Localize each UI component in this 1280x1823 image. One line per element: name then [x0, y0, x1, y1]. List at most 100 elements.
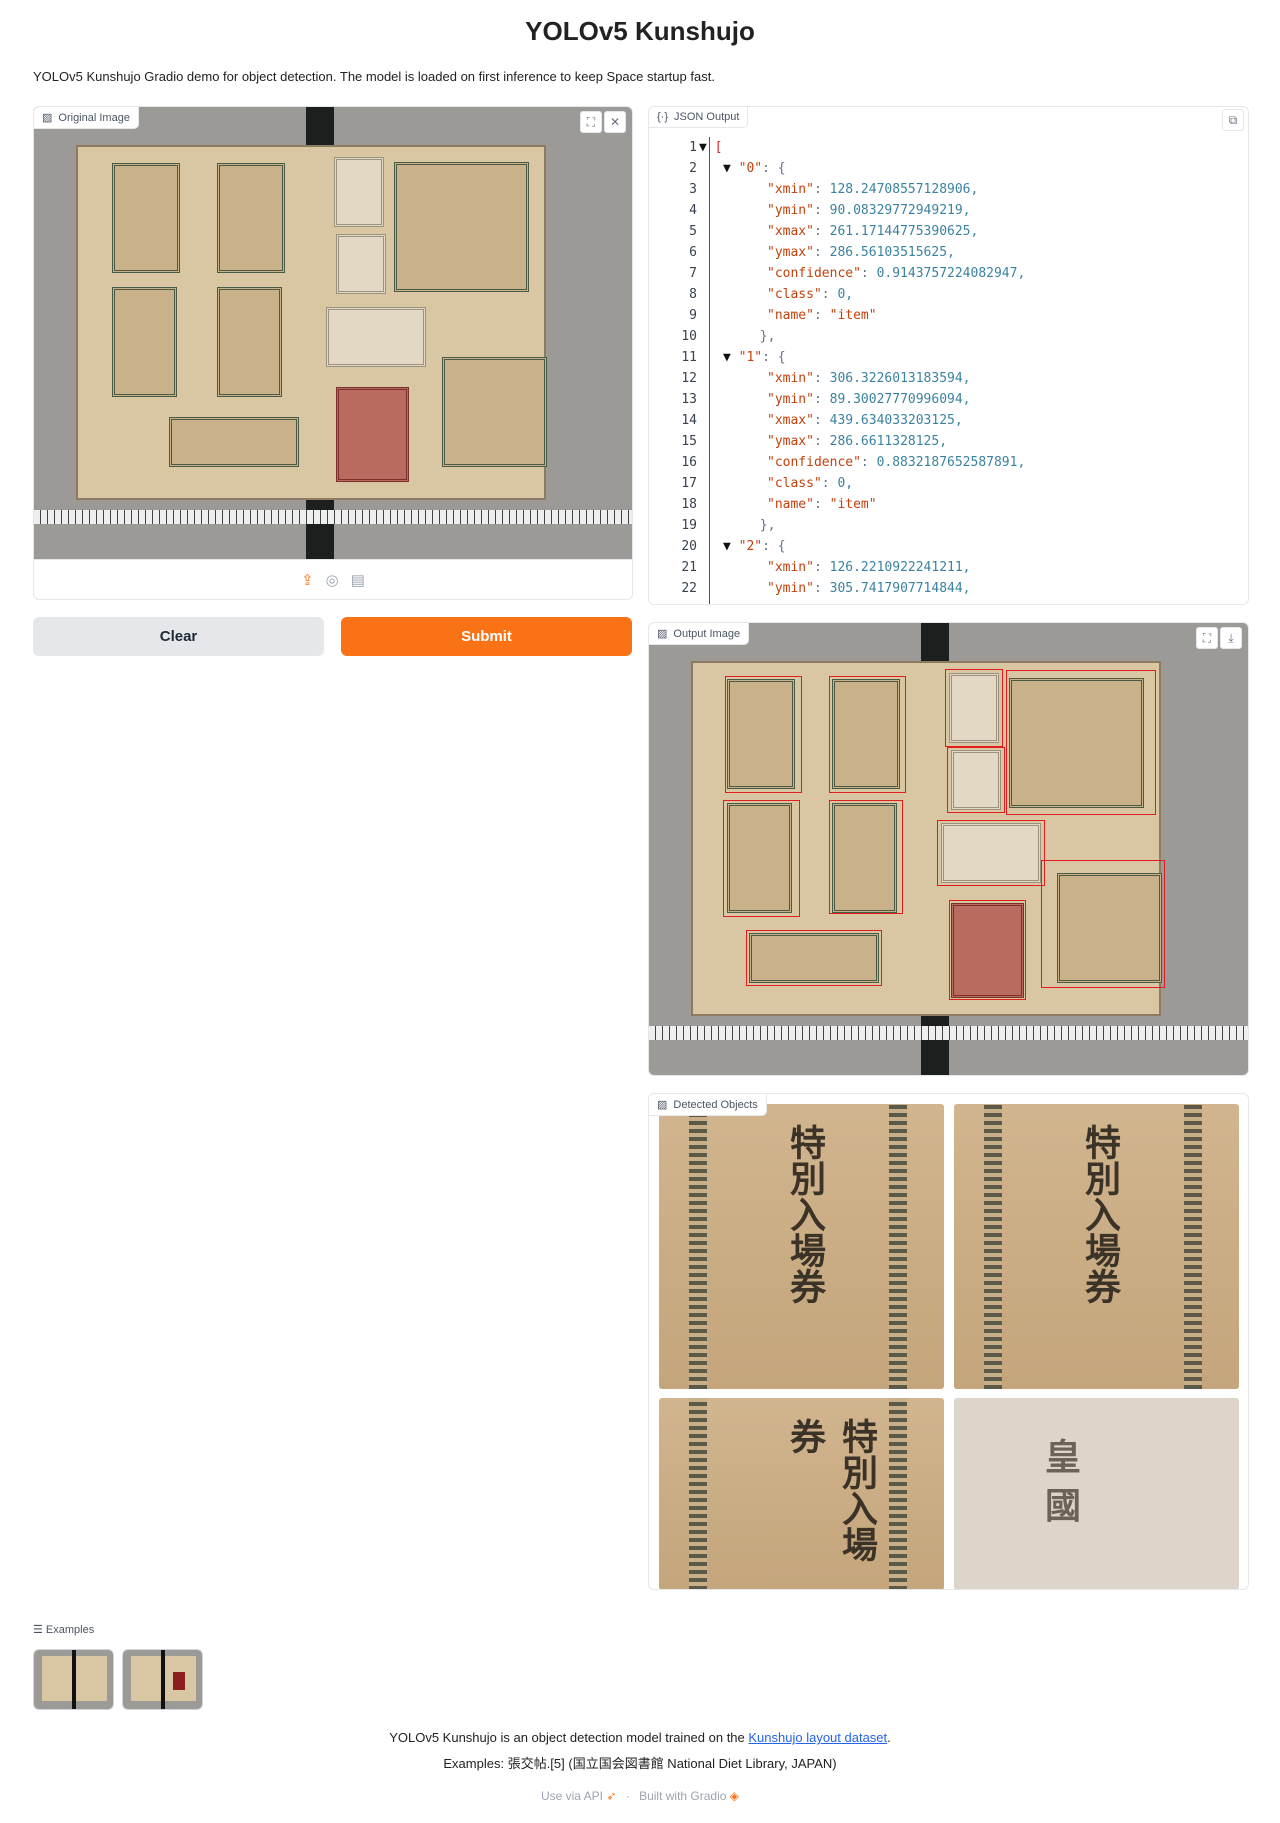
json-token: : — [813, 245, 830, 260]
json-line: ▼ "0": { — [723, 158, 786, 179]
list-icon: ☰ — [33, 1624, 46, 1636]
json-token: : { — [762, 350, 786, 365]
line-number: 4 — [689, 203, 697, 218]
json-icon: {·} — [657, 111, 669, 123]
json-token: 0, — [837, 287, 854, 302]
json-token: "xmin" — [767, 371, 814, 386]
line-number: 6 — [689, 245, 697, 260]
line-number: 9 — [689, 308, 697, 323]
examples-note: Examples: 張交帖.[5] (国立国会図書館 National Diet… — [443, 1756, 837, 1771]
fullscreen-icon[interactable]: ⛶ — [1196, 627, 1218, 649]
fullscreen-icon[interactable]: ⛶ — [580, 111, 602, 133]
json-token: 261.17144775390625, — [829, 224, 979, 239]
json-token: "0" — [738, 161, 763, 176]
json-token: "xmax" — [767, 413, 814, 428]
collapse-toggle-icon[interactable]: ▼ — [699, 140, 715, 155]
line-number: 20 — [681, 539, 697, 554]
line-number: 13 — [681, 392, 697, 407]
json-token: : — [813, 203, 830, 218]
gradio-logo-icon: ◈ — [729, 1789, 740, 1803]
json-token: 128.24708557128906, — [829, 182, 979, 197]
line-number: 7 — [689, 266, 697, 281]
line-number: 1 — [689, 140, 697, 155]
json-line: "xmax": 439.634033203125, — [767, 410, 963, 431]
image-icon: ▨ — [657, 1099, 668, 1111]
original-image — [34, 107, 632, 559]
panel-label: ▨Original Image — [34, 107, 139, 129]
json-token: }, — [759, 329, 776, 344]
download-icon[interactable]: ⤓ — [1220, 627, 1242, 649]
line-number: 10 — [681, 329, 697, 344]
close-icon[interactable]: ✕ — [604, 111, 626, 133]
json-token: "ymin" — [767, 581, 814, 596]
json-token: "xmin" — [767, 560, 814, 575]
footer-credit: YOLOv5 Kunshujo is an object detection m… — [389, 1730, 891, 1745]
clipboard-icon[interactable]: ▤ — [350, 571, 365, 589]
webcam-icon[interactable]: ◎ — [325, 571, 339, 589]
panel-label: {·}JSON Output — [649, 107, 749, 128]
line-number: 8 — [689, 287, 697, 302]
example-thumbnail-2[interactable] — [122, 1649, 203, 1710]
json-token: "ymin" — [767, 392, 814, 407]
examples-label: ☰ Examples — [33, 1624, 95, 1636]
json-token: "confidence" — [767, 455, 861, 470]
example-thumbnail-1[interactable] — [33, 1649, 114, 1710]
use-via-api-link[interactable]: Use via API — [540, 1789, 603, 1803]
description: YOLOv5 Kunshujo Gradio demo for object d… — [33, 69, 715, 84]
json-token: : — [813, 224, 830, 239]
collapse-toggle-icon[interactable]: ▼ — [723, 161, 739, 176]
json-token: "confidence" — [767, 266, 861, 281]
json-token: }, — [759, 518, 776, 533]
line-number: 17 — [681, 476, 697, 491]
json-viewer[interactable]: 1▼ [2▼ "0": {3"xmin": 128.24708557128906… — [659, 137, 1248, 604]
image-icon: ▨ — [42, 112, 53, 124]
json-line: "confidence": 0.8832187652587891, — [767, 452, 1025, 473]
output-image — [649, 623, 1248, 1075]
line-number: 15 — [681, 434, 697, 449]
collapse-toggle-icon[interactable]: ▼ — [723, 539, 739, 554]
json-line: "xmin": 128.24708557128906, — [767, 179, 978, 200]
gallery-item[interactable]: 特別入場券 — [954, 1104, 1239, 1389]
json-token: "class" — [767, 476, 822, 491]
collapse-toggle-icon[interactable]: ▼ — [723, 350, 739, 365]
json-token: "ymax" — [767, 434, 814, 449]
line-number: 14 — [681, 413, 697, 428]
json-token: 0.8832187652587891, — [876, 455, 1026, 470]
json-token: 286.56103515625, — [829, 245, 955, 260]
json-line: "xmax": 261.17144775390625, — [767, 221, 978, 242]
upload-icon[interactable]: ⇪ — [301, 571, 314, 589]
line-number: 11 — [681, 350, 697, 365]
json-token: "xmin" — [767, 182, 814, 197]
line-number: 21 — [681, 560, 697, 575]
json-token: "item" — [829, 308, 877, 323]
json-token: : — [813, 308, 830, 323]
json-token: : — [813, 434, 830, 449]
json-line: ▼ "2": { — [723, 536, 786, 557]
json-line: "xmin": 126.2210922241211, — [767, 557, 971, 578]
json-token: "item" — [829, 497, 877, 512]
json-token: 439.634033203125, — [829, 413, 963, 428]
line-number: 22 — [681, 581, 697, 596]
json-token: 0, — [837, 476, 854, 491]
submit-button[interactable]: Submit — [341, 617, 632, 656]
gallery-item[interactable]: 皇 國 — [954, 1398, 1239, 1589]
image-icon: ▨ — [657, 628, 668, 640]
json-token: "ymax" — [767, 245, 814, 260]
json-token: 305.7417907714844, — [829, 581, 971, 596]
json-output-panel: {·}JSON Output ⧉ 1▼ [2▼ "0": {3"xmin": 1… — [648, 106, 1249, 605]
json-line: "confidence": 0.9143757224082947, — [767, 263, 1025, 284]
json-line: "xmin": 306.3226013183594, — [767, 368, 971, 389]
gallery-item[interactable]: 特別入場券 — [659, 1104, 944, 1389]
json-token: : — [813, 497, 830, 512]
json-token: : — [821, 287, 838, 302]
dataset-link[interactable]: Kunshujo layout dataset — [748, 1730, 888, 1745]
built-with-gradio-link[interactable]: Built with Gradio — [639, 1789, 727, 1803]
original-image-panel[interactable]: ▨Original Image ⛶ ✕ ⇪ ◎ ▤ — [33, 106, 633, 600]
clear-button[interactable]: Clear — [33, 617, 324, 656]
json-token: : — [813, 182, 830, 197]
gallery-item[interactable]: 特別入場券 — [659, 1398, 944, 1589]
json-token: "name" — [767, 497, 814, 512]
json-token: : — [813, 413, 830, 428]
json-token: 286.6611328125, — [829, 434, 948, 449]
copy-icon[interactable]: ⧉ — [1222, 109, 1244, 131]
